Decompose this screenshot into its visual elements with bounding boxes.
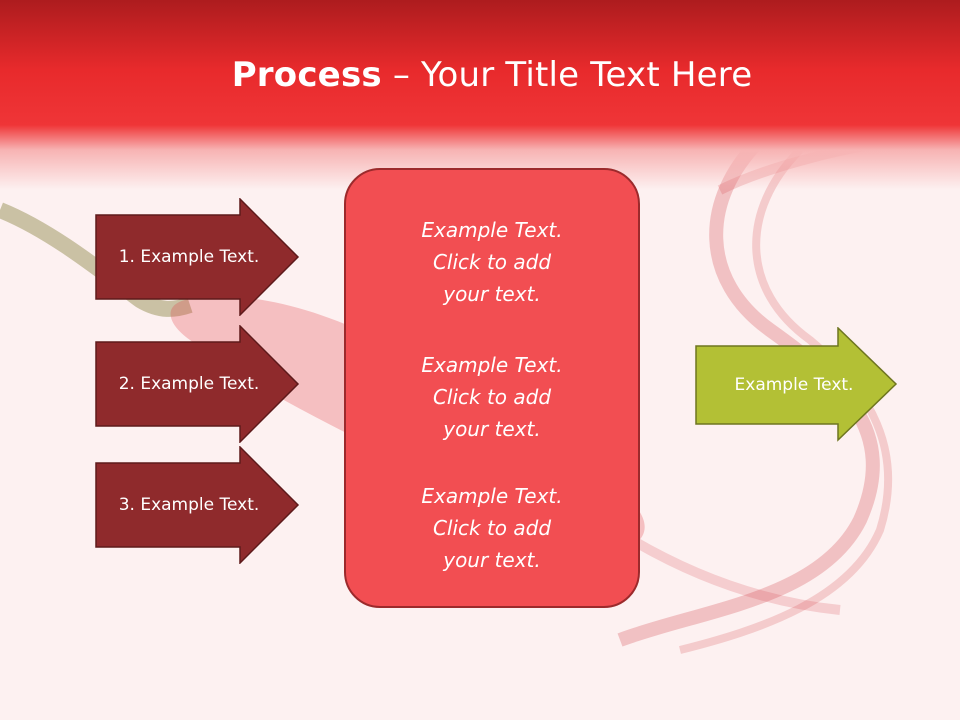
block-1-line-1: Example Text. (421, 218, 563, 242)
step-arrow-1-label: 1. Example Text. (118, 247, 260, 267)
step-arrow-3-label: 3. Example Text. (118, 495, 260, 515)
block-1-line-3: your text. (443, 282, 541, 306)
process-center-box[interactable]: Example Text. Click to add your text. Ex… (344, 168, 640, 608)
block-2-line-1: Example Text. (421, 353, 563, 377)
title-rest: – Your Title Text Here (381, 55, 753, 95)
center-text-block-3: Example Text. Click to add your text. (346, 480, 638, 576)
block-3-line-1: Example Text. (421, 484, 563, 508)
block-3-line-2: Click to add (432, 516, 552, 540)
block-1-line-2: Click to add (432, 250, 552, 274)
center-text-block-1: Example Text. Click to add your text. (346, 214, 638, 310)
block-3-line-3: your text. (443, 548, 541, 572)
title-bold: Process (231, 55, 382, 95)
step-arrow-2-label: 2. Example Text. (118, 374, 260, 394)
block-2-line-2: Click to add (432, 385, 552, 409)
center-text-block-2: Example Text. Click to add your text. (346, 349, 638, 445)
step-arrow-1[interactable]: 1. Example Text. (95, 198, 300, 316)
step-arrow-3[interactable]: 3. Example Text. (95, 446, 300, 564)
slide-title: Process – Your Title Text Here (0, 52, 960, 98)
header-bar (0, 0, 960, 190)
result-arrow[interactable]: Example Text. (695, 327, 900, 443)
result-arrow-label: Example Text. (734, 375, 854, 395)
block-2-line-3: your text. (443, 417, 541, 441)
step-arrow-2[interactable]: 2. Example Text. (95, 325, 300, 443)
